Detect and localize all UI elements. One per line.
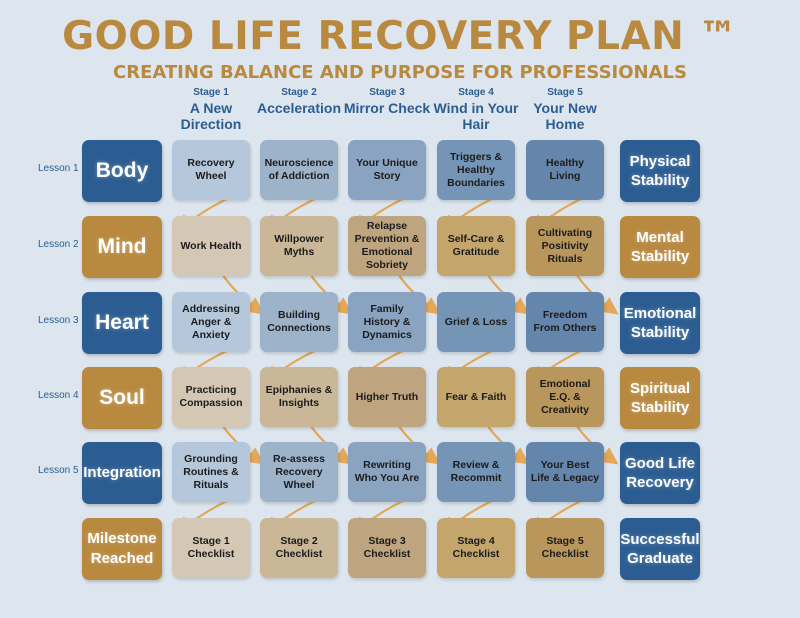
outcome-spiritual-stability: Spiritual Stability bbox=[620, 367, 700, 429]
stage-name: Wind in Your Hair bbox=[433, 100, 519, 132]
lesson-label-5: Lesson 5 bbox=[38, 465, 79, 476]
lesson-box: Your Best Life & Legacy bbox=[526, 442, 604, 502]
lesson-box: Re-assess Recovery Wheel bbox=[260, 442, 338, 502]
lesson-box: Healthy Living bbox=[526, 140, 604, 200]
lesson-box: Practicing Compassion bbox=[172, 367, 250, 427]
lesson-box: Rewriting Who You Are bbox=[348, 442, 426, 502]
outcome-successful-graduate: Successful Graduate bbox=[620, 518, 700, 580]
lesson-box: Self-Care & Gratitude bbox=[437, 216, 515, 276]
lesson-label-2: Lesson 2 bbox=[38, 239, 79, 250]
stage-number: Stage 1 bbox=[193, 87, 229, 98]
lesson-label-4: Lesson 4 bbox=[38, 390, 79, 401]
lesson-box: Emotional E.Q. & Creativity bbox=[526, 367, 604, 427]
category-body: Body bbox=[82, 140, 162, 202]
stage-name: Acceleration bbox=[256, 100, 342, 116]
outcome-mental-stability: Mental Stability bbox=[620, 216, 700, 278]
stage-name: Your New Home bbox=[533, 100, 597, 132]
category-label: Heart bbox=[95, 311, 149, 334]
stage-name: Mirror Check bbox=[343, 100, 431, 116]
category-mind: Mind bbox=[82, 216, 162, 278]
lesson-box: Fear & Faith bbox=[437, 367, 515, 427]
lesson-box: Recovery Wheel bbox=[172, 140, 250, 200]
lesson-box: Your Unique Story bbox=[348, 140, 426, 200]
lesson-box: Grief & Loss bbox=[437, 292, 515, 352]
checklist-box: Stage 5 Checklist bbox=[526, 518, 604, 578]
stage-header-1: Stage 1 A New Direction bbox=[166, 86, 256, 132]
page-title: GOOD LIFE RECOVERY PLAN ™ bbox=[62, 14, 738, 59]
lesson-box: Family History & Dynamics bbox=[348, 292, 426, 352]
lesson-box: Neuroscience of Addiction bbox=[260, 140, 338, 200]
category-soul: Soul bbox=[82, 367, 162, 429]
lesson-box: Epiphanies & Insights bbox=[260, 367, 338, 427]
lesson-box: Freedom From Others bbox=[526, 292, 604, 352]
lesson-box: Triggers & Healthy Boundaries bbox=[437, 140, 515, 200]
lesson-box: Relapse Prevention & Emotional Sobriety bbox=[348, 216, 426, 276]
stage-header-2: Stage 2 Acceleration bbox=[254, 86, 344, 116]
stage-number: Stage 3 bbox=[369, 87, 405, 98]
category-integration: Integration bbox=[82, 442, 162, 504]
category-label: Soul bbox=[99, 386, 145, 409]
lesson-label-3: Lesson 3 bbox=[38, 315, 79, 326]
stage-header-3: Stage 3 Mirror Check bbox=[342, 86, 432, 116]
page-subtitle: CREATING BALANCE AND PURPOSE FOR PROFESS… bbox=[113, 62, 687, 83]
checklist-box: Stage 3 Checklist bbox=[348, 518, 426, 578]
category-label: Mind bbox=[97, 235, 147, 258]
stage-name: A New Direction bbox=[180, 100, 242, 132]
lesson-box: Review & Recommit bbox=[437, 442, 515, 502]
lesson-box: Willpower Myths bbox=[260, 216, 338, 276]
lesson-box: Higher Truth bbox=[348, 367, 426, 427]
outcome-emotional-stability: Emotional Stability bbox=[620, 292, 700, 354]
stage-number: Stage 2 bbox=[281, 87, 317, 98]
checklist-box: Stage 4 Checklist bbox=[437, 518, 515, 578]
category-label: Body bbox=[95, 159, 149, 182]
outcome-physical-stability: Physical Stability bbox=[620, 140, 700, 202]
lesson-box: Addressing Anger & Anxiety bbox=[172, 292, 250, 352]
stage-header-4: Stage 4 Wind in Your Hair bbox=[431, 86, 521, 132]
stage-number: Stage 5 bbox=[547, 87, 583, 98]
category-label: Integration bbox=[83, 464, 161, 481]
checklist-box: Stage 2 Checklist bbox=[260, 518, 338, 578]
lesson-box: Work Health bbox=[172, 216, 250, 276]
checklist-box: Stage 1 Checklist bbox=[172, 518, 250, 578]
category-milestone-reached: Milestone Reached bbox=[82, 518, 162, 580]
lesson-box: Grounding Routines & Rituals bbox=[172, 442, 250, 502]
stage-number: Stage 4 bbox=[458, 87, 494, 98]
stage-header-5: Stage 5 Your New Home bbox=[520, 86, 610, 132]
lesson-label-1: Lesson 1 bbox=[38, 163, 79, 174]
category-label: Milestone Reached bbox=[87, 530, 157, 567]
outcome-good-life-recovery: Good Life Recovery bbox=[620, 442, 700, 504]
lesson-box: Building Connections bbox=[260, 292, 338, 352]
category-heart: Heart bbox=[82, 292, 162, 354]
lesson-box: Cultivating Positivity Rituals bbox=[526, 216, 604, 276]
